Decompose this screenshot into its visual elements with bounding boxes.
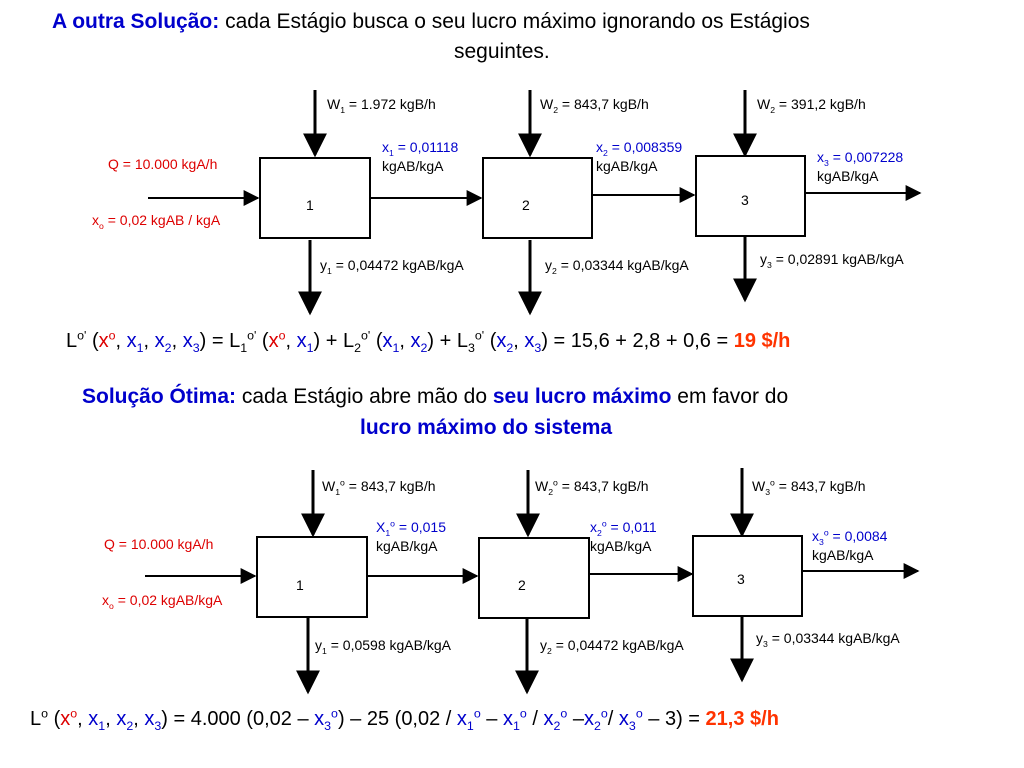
bottom-stage-3-label: 3: [737, 571, 745, 587]
top-result: 19 $/h: [733, 330, 791, 352]
bottom-w2-label: W2o = 843,7 kgB/h: [535, 477, 649, 497]
top-y2-label: y2 = 0,03344 kgAB/kgA: [545, 257, 689, 276]
bottom-stage-2-box: [478, 537, 590, 619]
top-stage-3-label: 3: [741, 192, 749, 208]
top-y1-label: y1 = 0,04472 kgAB/kgA: [320, 257, 464, 276]
top-q-label: Q = 10.000 kgA/h: [108, 156, 218, 172]
top-stage-1-box: [259, 157, 371, 239]
top-stage-1-label: 1: [306, 197, 314, 213]
bottom-stage-1-box: [256, 536, 368, 618]
bottom-x0-label: xo = 0,02 kgAB/kgA: [102, 592, 223, 611]
top-heading-line2: seguintes.: [454, 40, 550, 63]
bottom-x2-label: x2o = 0,011 kgAB/kgA: [590, 518, 657, 554]
top-profit-equation: Lo' (xo, x1, x2, x3) = L1o' (xo, x1) + L…: [66, 328, 791, 355]
bottom-w3-label: W3o = 843,7 kgB/h: [752, 477, 866, 497]
top-x3-label: x3 = 0,007228 kgAB/kgA: [817, 149, 904, 184]
top-x2-label: x2 = 0,008359 kgAB/kgA: [596, 139, 683, 174]
bottom-stage-1-label: 1: [296, 577, 304, 593]
bottom-w1-label: W1o = 843,7 kgB/h: [322, 477, 436, 497]
top-w3-label: W2 = 391,2 kgB/h: [757, 96, 866, 115]
top-x0-label: xo = 0,02 kgAB / kgA: [92, 212, 221, 231]
bottom-y3-label: y3 = 0,03344 kgAB/kgA: [756, 630, 900, 649]
top-heading-line1: A outra Solução: cada Estágio busca o se…: [52, 10, 810, 34]
top-stage-3-box: [695, 155, 806, 237]
bottom-profit-equation: Lo (xo, x1, x2, x3) = 4.000 (0,02 – x3o)…: [30, 706, 779, 733]
top-stage-2-box: [482, 157, 593, 239]
bottom-y2-label: y2 = 0,04472 kgAB/kgA: [540, 637, 684, 656]
bottom-result: 21,3 $/h: [705, 708, 779, 730]
bottom-heading-line2: lucro máximo do sistema: [360, 416, 613, 439]
bottom-x1-label: X1o = 0,015 kgAB/kgA: [376, 518, 446, 554]
bottom-stage-2-label: 2: [518, 577, 526, 593]
bottom-stage-3-box: [692, 535, 803, 617]
top-y3-label: y3 = 0,02891 kgAB/kgA: [760, 251, 904, 270]
top-heading-bold: A outra Solução:: [52, 10, 220, 33]
bottom-y1-label: y1 = 0,0598 kgAB/kgA: [315, 637, 451, 656]
bottom-heading-line1: Solução Ótima: cada Estágio abre mão do …: [82, 385, 789, 408]
top-stage-2-label: 2: [522, 197, 530, 213]
top-w1-label: W1 = 1.972 kgB/h: [327, 96, 436, 115]
bottom-q-label: Q = 10.000 kgA/h: [104, 536, 214, 552]
top-heading-rest: cada Estágio busca o seu lucro máximo ig…: [219, 10, 810, 33]
top-x1-label: x1 = 0,01118 kgAB/kgA: [382, 139, 459, 174]
bottom-x3-label: x3o = 0,0084 kgAB/kgA: [812, 527, 888, 563]
top-w2-label: W2 = 843,7 kgB/h: [540, 96, 649, 115]
